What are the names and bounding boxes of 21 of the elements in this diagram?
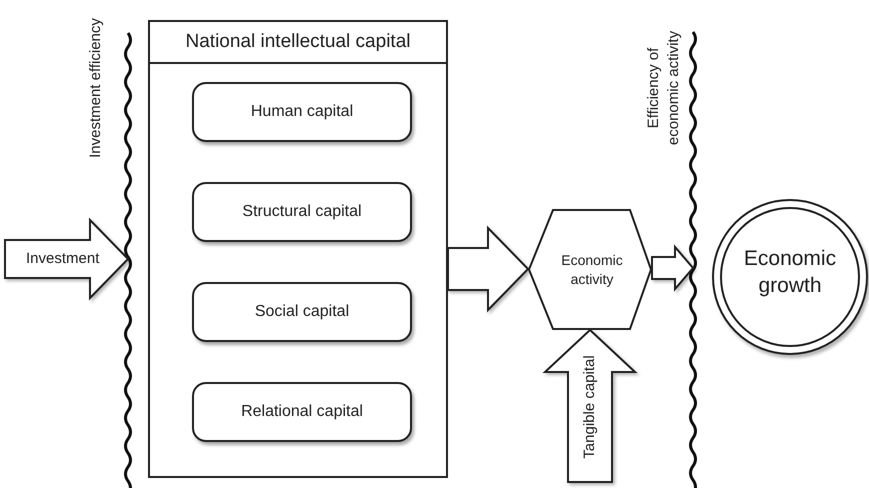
edge-label: Tangible capital xyxy=(581,354,599,461)
hexagon xyxy=(528,209,652,330)
block-arrow xyxy=(651,244,694,292)
circle-label: Economic growth xyxy=(742,246,838,299)
rotated-label: Investment efficiency xyxy=(86,17,105,160)
block-arrow xyxy=(4,218,130,300)
rounded-box xyxy=(192,282,412,342)
rounded-box xyxy=(192,82,412,142)
panel-heading: National intellectual capital xyxy=(184,30,412,54)
edge-label: Investment xyxy=(25,250,100,268)
box-label: Relational capital xyxy=(240,402,364,422)
block-arrow xyxy=(447,226,530,312)
box-label: Social capital xyxy=(254,302,350,322)
box-label: Structural capital xyxy=(241,202,363,222)
box-label: Human capital xyxy=(250,102,354,122)
rotated-label: Efficiency of economic activity xyxy=(644,30,683,148)
hexagon-label: Economic activity xyxy=(560,250,624,289)
rounded-box xyxy=(192,382,412,442)
block-arrow xyxy=(542,328,638,483)
group-panel xyxy=(148,20,448,478)
rounded-box xyxy=(192,182,412,242)
